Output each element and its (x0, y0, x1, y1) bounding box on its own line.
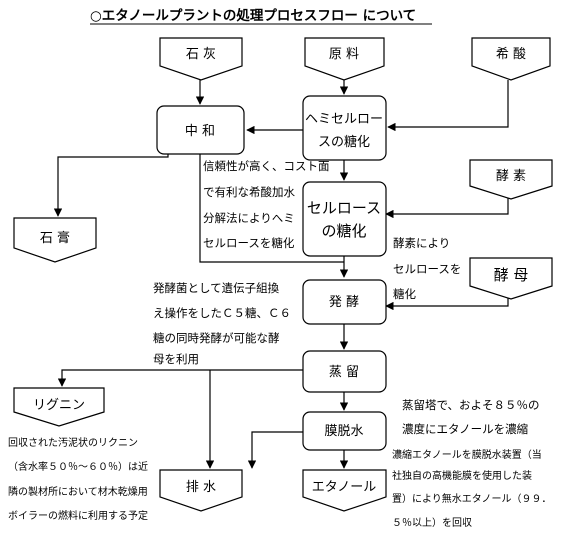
input-raw-material: 原 料 (304, 37, 385, 81)
note-acid-line: で有利な希酸加水 (203, 185, 295, 199)
note-acid-hydrolysis: 信頼性が高く、コスト面 で有利な希酸加水 分解法によりへミ セルロースを糖化 (203, 159, 330, 250)
note-enzyme-line: セルロースを (393, 262, 461, 276)
process-cellulose-label-line2: の糖化 (321, 222, 366, 240)
note-enzyme-line: 糖化 (393, 287, 416, 301)
flow-connectors (53, 80, 509, 469)
note-fermentation-line: 発酵菌として遺伝子組換 (153, 281, 280, 295)
process-cellulose-saccharification: セルロース の糖化 (302, 181, 387, 257)
note-acid-line: 分解法によりへミ (203, 211, 295, 225)
note-lignin-use: 回収された汚泥状のリクニン （含水率５０％～６０％）は近 隣の製材所において材木… (8, 436, 148, 522)
process-hemi-label-line1: ヘミセルロー (305, 112, 383, 127)
process-membrane-dehydration: 膜脱水 (302, 411, 387, 451)
process-distillation-label: 蒸 留 (329, 365, 359, 380)
note-fermentation-bacteria: 発酵菌として遺伝子組換 え操作をしたＣ５糖、Ｃ６ 糖の同時発酵が可能な酵 母を利… (153, 281, 291, 366)
note-enzyme-saccharification: 酵素により セルロースを 糖化 (393, 236, 461, 301)
note-acid-line: 信頼性が高く、コスト面 (203, 159, 330, 173)
input-dilute-acid-label: 希 酸 (496, 47, 526, 62)
input-yeast-label: 酵 母 (494, 266, 529, 284)
note-lignin-line: 隣の製材所において材木乾燥用 (8, 485, 148, 498)
output-gypsum-label: 石 膏 (40, 230, 70, 246)
input-enzyme: 酵 素 (469, 159, 553, 200)
note-fermentation-line: 糖の同時発酵が可能な酵 (153, 331, 280, 345)
output-wastewater-label: 排 水 (186, 480, 216, 495)
output-ethanol-label: エタノール (312, 480, 377, 495)
note-dehydration-line: ５％以上）を回収 (392, 517, 472, 529)
process-fermentation: 発 酵 (302, 279, 387, 325)
process-neutralization-label: 中 和 (185, 124, 215, 139)
process-fermentation-label: 発 酵 (329, 295, 359, 310)
note-lignin-line: 回収された汚泥状のリクニン (8, 436, 138, 449)
input-enzyme-label: 酵 素 (496, 169, 526, 184)
note-dehydration-line: 社独自の高機能膜を使用した装 (392, 469, 532, 482)
output-lignin: リグニン (13, 387, 105, 427)
input-yeast: 酵 母 (469, 257, 553, 300)
process-distillation: 蒸 留 (302, 350, 387, 393)
process-dehydration-label: 膜脱水 (324, 424, 363, 439)
note-fermentation-line: え操作をしたＣ５糖、Ｃ６ (153, 306, 291, 320)
diagram-title: ○エタノールプラントの処理プロセスフロー について (90, 7, 416, 24)
output-lignin-label: リグニン (33, 398, 85, 413)
output-wastewater: 排 水 (159, 469, 243, 512)
note-dehydration-line: 置）により無水エタノール（９９． (392, 492, 552, 505)
process-cellulose-label-line1: セルロース (307, 199, 381, 217)
note-lignin-line: （含水率５０％～６０％）は近 (8, 460, 148, 473)
note-distillation: 蒸留塔で、およそ８５％の 濃度にエタノールを濃縮 (402, 398, 540, 436)
note-dehydration-line: 濃縮エタノールを膜脱水装置（当 (392, 448, 542, 461)
process-hemicellulose-saccharification: ヘミセルロー スの糖化 (302, 95, 387, 161)
note-fermentation-line: 母を利用 (153, 352, 199, 366)
note-distillation-line: 蒸留塔で、およそ８５％の (402, 398, 540, 412)
input-dilute-acid: 希 酸 (471, 37, 551, 81)
note-enzyme-line: 酵素により (393, 236, 450, 250)
input-lime-label: 石 灰 (186, 47, 216, 62)
input-raw-material-label: 原 料 (329, 47, 359, 62)
output-gypsum: 石 膏 (13, 217, 97, 263)
note-lignin-line: ボイラーの燃料に利用する予定 (8, 509, 148, 522)
input-lime: 石 灰 (159, 37, 243, 81)
process-hemi-label-line2: スの糖化 (318, 134, 370, 150)
note-distillation-line: 濃度にエタノールを濃縮 (402, 422, 528, 436)
note-acid-line: セルロースを糖化 (203, 236, 295, 250)
output-ethanol: エタノール (302, 469, 387, 512)
note-dehydration: 濃縮エタノールを膜脱水装置（当 社独自の高機能膜を使用した装 置）により無水エタ… (392, 448, 552, 529)
process-neutralization: 中 和 (156, 105, 245, 155)
